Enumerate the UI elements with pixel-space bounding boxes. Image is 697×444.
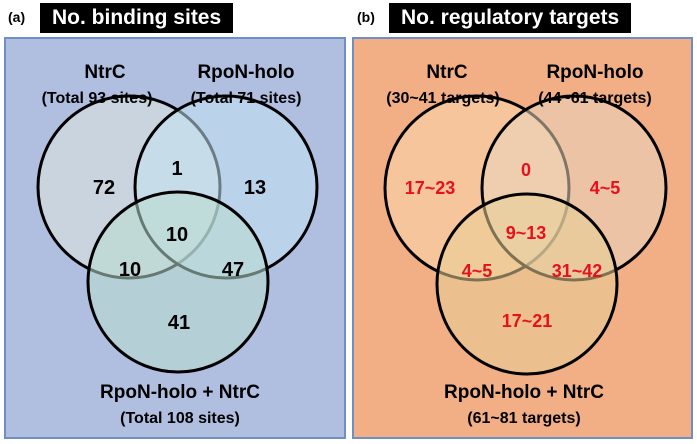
panel-a-region-rpon-only: 13 — [244, 177, 266, 199]
panel-b-region-rpon-combined: 31~42 — [552, 261, 603, 281]
panel-a-set3-total: (Total 108 sites) — [120, 410, 240, 427]
panel-a-region-rpon-combined: 47 — [222, 259, 244, 281]
panel-b-set3-total: (61~81 targets) — [467, 410, 580, 427]
panel-b-region-all-three: 9~13 — [506, 223, 547, 243]
panel-b-region-ntrc-rpon: 0 — [521, 160, 531, 180]
panel-b-set3-name: RpoN-holo + NtrC — [444, 382, 604, 403]
panel-b-title: No. regulatory targets — [389, 3, 632, 33]
panel-b-label: (b) — [357, 9, 375, 25]
panel-b-set2-name: RpoN-holo — [546, 62, 643, 83]
panel-a-set1-name: NtrC — [84, 62, 125, 83]
panel-a-set1-total: (Total 93 sites) — [42, 90, 153, 107]
panel-a-region-all-three: 10 — [166, 224, 188, 246]
panel-b-circle-rpon-holo-ntrc — [435, 192, 619, 376]
panel-b-venn: NtrC (30~41 targets) RpoN-holo (44~61 ta… — [383, 62, 668, 427]
panel-b-region-ntrc-only: 17~23 — [405, 178, 456, 198]
panel-b-set1-total: (30~41 targets) — [386, 90, 499, 107]
panel-a-region-combined-only: 41 — [168, 312, 190, 334]
panel-a-region-ntrc-rpon: 1 — [171, 158, 182, 180]
panel-a-set3-name: RpoN-holo + NtrC — [100, 382, 260, 403]
panel-a-title: No. binding sites — [40, 3, 234, 33]
panel-a-region-ntrc-combined: 10 — [119, 259, 141, 281]
panel-a-circle-rpon-holo-ntrc — [86, 190, 270, 374]
panel-a-region-ntrc-only: 72 — [93, 177, 115, 199]
panel-b-region-rpon-only: 4~5 — [590, 178, 621, 198]
panel-b-set1-name: NtrC — [426, 62, 467, 83]
panel-a-set2-name: RpoN-holo — [197, 62, 294, 83]
panel-a-venn: NtrC (Total 93 sites) RpoN-holo (Total 7… — [36, 62, 319, 427]
panel-b-region-combined-only: 17~21 — [502, 311, 553, 331]
panel-a-label: (a) — [8, 9, 26, 25]
panel-b-region-ntrc-combined: 4~5 — [462, 261, 493, 281]
panel-b-set2-total: (44~61 targets) — [538, 90, 651, 107]
panel-a-set2-total: (Total 71 sites) — [191, 90, 302, 107]
